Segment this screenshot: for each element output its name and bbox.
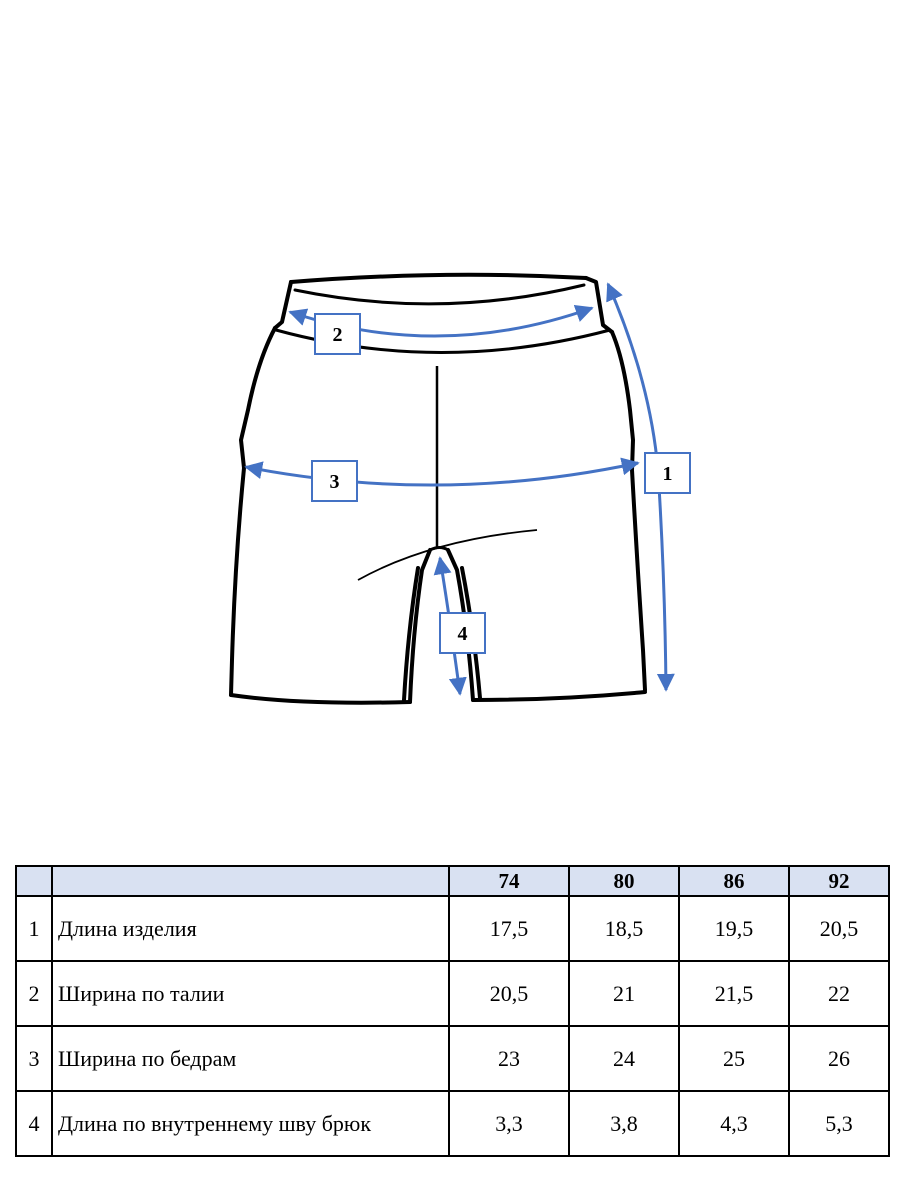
- callout-4: 4: [439, 612, 486, 654]
- value-cell: 21: [568, 960, 680, 1027]
- value-cell: 18,5: [568, 895, 680, 962]
- measurement-name: Длина по внутреннему шву брюк: [51, 1090, 450, 1157]
- svg-text:2: 2: [333, 324, 343, 346]
- callout-1: 1: [644, 452, 691, 494]
- table-row: 1 Длина изделия 17,5 18,5 19,5 20,5: [15, 895, 890, 962]
- value-cell: 20,5: [788, 895, 890, 962]
- header-size-74: 74: [448, 865, 570, 897]
- measurement-name: Ширина по талии: [51, 960, 450, 1027]
- value-cell: 24: [568, 1025, 680, 1092]
- value-cell: 19,5: [678, 895, 790, 962]
- value-cell: 20,5: [448, 960, 570, 1027]
- value-cell: 5,3: [788, 1090, 890, 1157]
- value-cell: 21,5: [678, 960, 790, 1027]
- svg-text:1: 1: [663, 463, 673, 485]
- arrow-hips: [244, 457, 640, 487]
- row-number: 2: [15, 960, 53, 1027]
- svg-text:4: 4: [458, 623, 468, 645]
- row-number: 4: [15, 1090, 53, 1157]
- measurement-name: Ширина по бедрам: [51, 1025, 450, 1092]
- row-number: 1: [15, 895, 53, 962]
- value-cell: 26: [788, 1025, 890, 1092]
- header-size-92: 92: [788, 865, 890, 897]
- value-cell: 3,8: [568, 1090, 680, 1157]
- table-header-row: 74 80 86 92: [15, 865, 890, 897]
- value-cell: 22: [788, 960, 890, 1027]
- table-row: 3 Ширина по бедрам 23 24 25 26: [15, 1025, 890, 1092]
- header-num: [15, 865, 53, 897]
- header-name: [51, 865, 450, 897]
- header-size-86: 86: [678, 865, 790, 897]
- value-cell: 3,3: [448, 1090, 570, 1157]
- callout-3: 3: [311, 460, 358, 502]
- value-cell: 23: [448, 1025, 570, 1092]
- table-row: 4 Длина по внутреннему шву брюк 3,3 3,8 …: [15, 1090, 890, 1157]
- value-cell: 25: [678, 1025, 790, 1092]
- header-size-80: 80: [568, 865, 680, 897]
- table-row: 2 Ширина по талии 20,5 21 21,5 22: [15, 960, 890, 1027]
- row-number: 3: [15, 1025, 53, 1092]
- shorts-seams: [357, 366, 538, 581]
- value-cell: 4,3: [678, 1090, 790, 1157]
- shorts-measurement-diagram: 1 2 3 4: [229, 272, 691, 705]
- callout-2: 2: [314, 313, 361, 355]
- measurement-name: Длина изделия: [51, 895, 450, 962]
- size-table: 74 80 86 92 1 Длина изделия 17,5 18,5 19…: [15, 865, 890, 1157]
- value-cell: 17,5: [448, 895, 570, 962]
- svg-text:3: 3: [330, 471, 340, 493]
